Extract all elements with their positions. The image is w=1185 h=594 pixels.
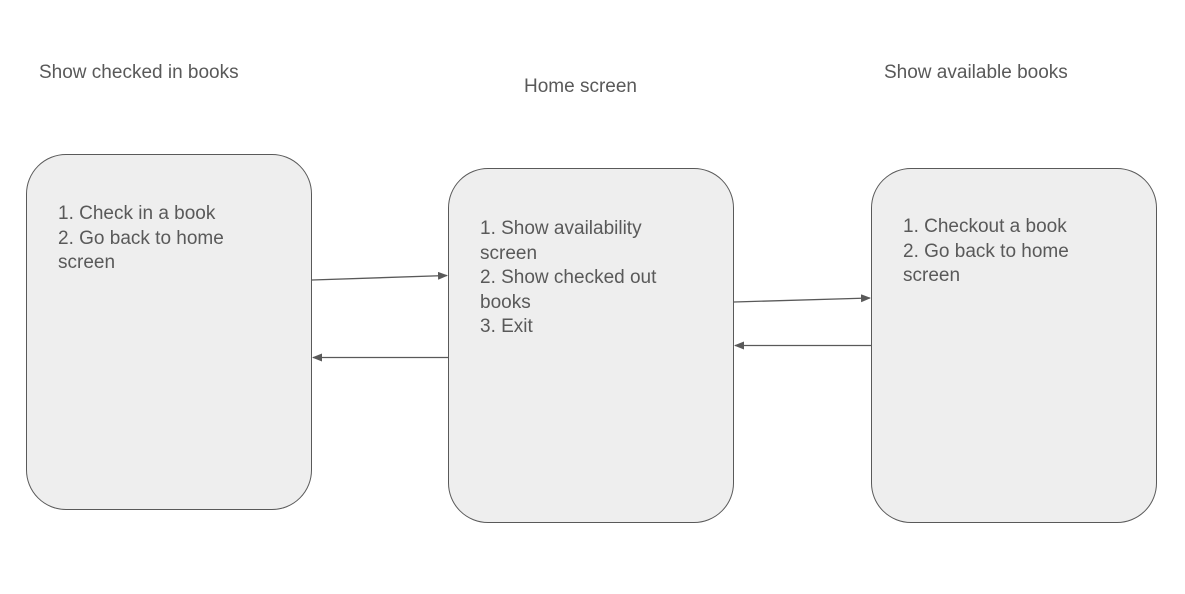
- menu-line: 1. Checkout a book: [903, 216, 1067, 237]
- home-screen-box: [448, 168, 734, 523]
- checked-in-screen-title: Show checked in books: [39, 62, 239, 83]
- checked-in-menu-list: 1. Check in a book 2. Go back to home sc…: [58, 202, 224, 276]
- menu-line: 3. Exit: [480, 316, 533, 337]
- arrow-home-to-available: [733, 294, 871, 303]
- available-screen-box: [871, 168, 1157, 523]
- home-screen-title: Home screen: [524, 76, 637, 97]
- home-menu-list: 1. Show availability screen 2. Show chec…: [480, 217, 656, 340]
- available-screen-title: Show available books: [884, 62, 1068, 83]
- menu-line: 2. Go back to home: [58, 227, 224, 249]
- menu-line: 1. Show availability: [480, 218, 642, 239]
- menu-line: screen: [903, 265, 961, 286]
- checked-in-screen-box: [26, 154, 312, 510]
- arrow-checked-in-to-home: [311, 271, 448, 281]
- menu-line: 1. Check in a book: [58, 203, 216, 224]
- menu-line: 2. Show checked out: [480, 267, 657, 288]
- menu-line: 2. Go back to home: [903, 240, 1069, 262]
- menu-line: screen: [58, 252, 116, 273]
- available-menu-list: 1. Checkout a book 2. Go back to home sc…: [903, 215, 1069, 289]
- menu-line: screen: [480, 242, 538, 264]
- menu-line: books: [480, 291, 531, 313]
